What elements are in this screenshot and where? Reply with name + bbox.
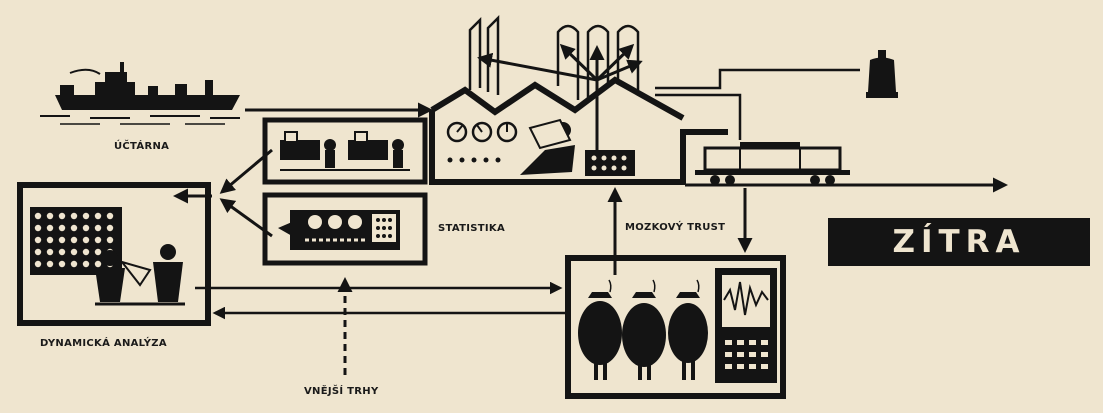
tomorrow-banner: ZÍTRA	[828, 218, 1090, 266]
label-accounting: ÚČTÁRNA	[114, 141, 170, 152]
panel-dot	[82, 212, 90, 220]
panel-dot	[94, 260, 102, 268]
panel-dot	[70, 212, 78, 220]
panel-dot	[46, 248, 54, 256]
panel-dot	[34, 212, 42, 220]
label-dynamic-analysis: DYNAMICKÁ ANALÝZA	[40, 338, 167, 349]
panel-dot	[106, 212, 114, 220]
panel-dot	[70, 260, 78, 268]
label-brain-trust: MOZKOVÝ TRUST	[625, 222, 726, 233]
panel-dot	[70, 248, 78, 256]
panel-dot	[70, 224, 78, 232]
panel-dot	[58, 236, 66, 244]
panel-dot	[58, 248, 66, 256]
gas-tank-icon	[866, 50, 898, 98]
panel-dot	[94, 212, 102, 220]
analysis-box	[17, 182, 211, 326]
arrows-to-analysis	[173, 148, 273, 238]
panel-dot	[58, 224, 66, 232]
panel-dot	[82, 236, 90, 244]
brain-trust-men	[578, 292, 708, 380]
panel-dot	[94, 248, 102, 256]
panel-dot	[46, 212, 54, 220]
panel-dot	[58, 260, 66, 268]
rail-tank-car-icon	[695, 142, 850, 185]
factory-building	[429, 14, 860, 185]
statistics-box	[262, 192, 428, 266]
accounting-box	[262, 117, 428, 185]
panel-dot	[34, 260, 42, 268]
panel-dot	[46, 236, 54, 244]
panel-dot	[34, 248, 42, 256]
panel-dot	[70, 236, 78, 244]
brain-trust-box	[565, 255, 786, 399]
panel-dot	[82, 260, 90, 268]
label-statistics: STATISTIKA	[438, 223, 505, 234]
panel-dot	[82, 248, 90, 256]
panel-dot	[106, 224, 114, 232]
panel-dot	[46, 224, 54, 232]
panel-dot	[82, 224, 90, 232]
cargo-ship-icon	[40, 62, 240, 125]
panel-dot	[58, 212, 66, 220]
label-external-markets: VNĚJŠÍ TRHY	[304, 386, 379, 397]
panel-dot	[34, 224, 42, 232]
panel-dot	[94, 236, 102, 244]
panel-dot	[34, 236, 42, 244]
panel-dot	[94, 224, 102, 232]
panel-dot	[46, 260, 54, 268]
panel-dot	[106, 236, 114, 244]
